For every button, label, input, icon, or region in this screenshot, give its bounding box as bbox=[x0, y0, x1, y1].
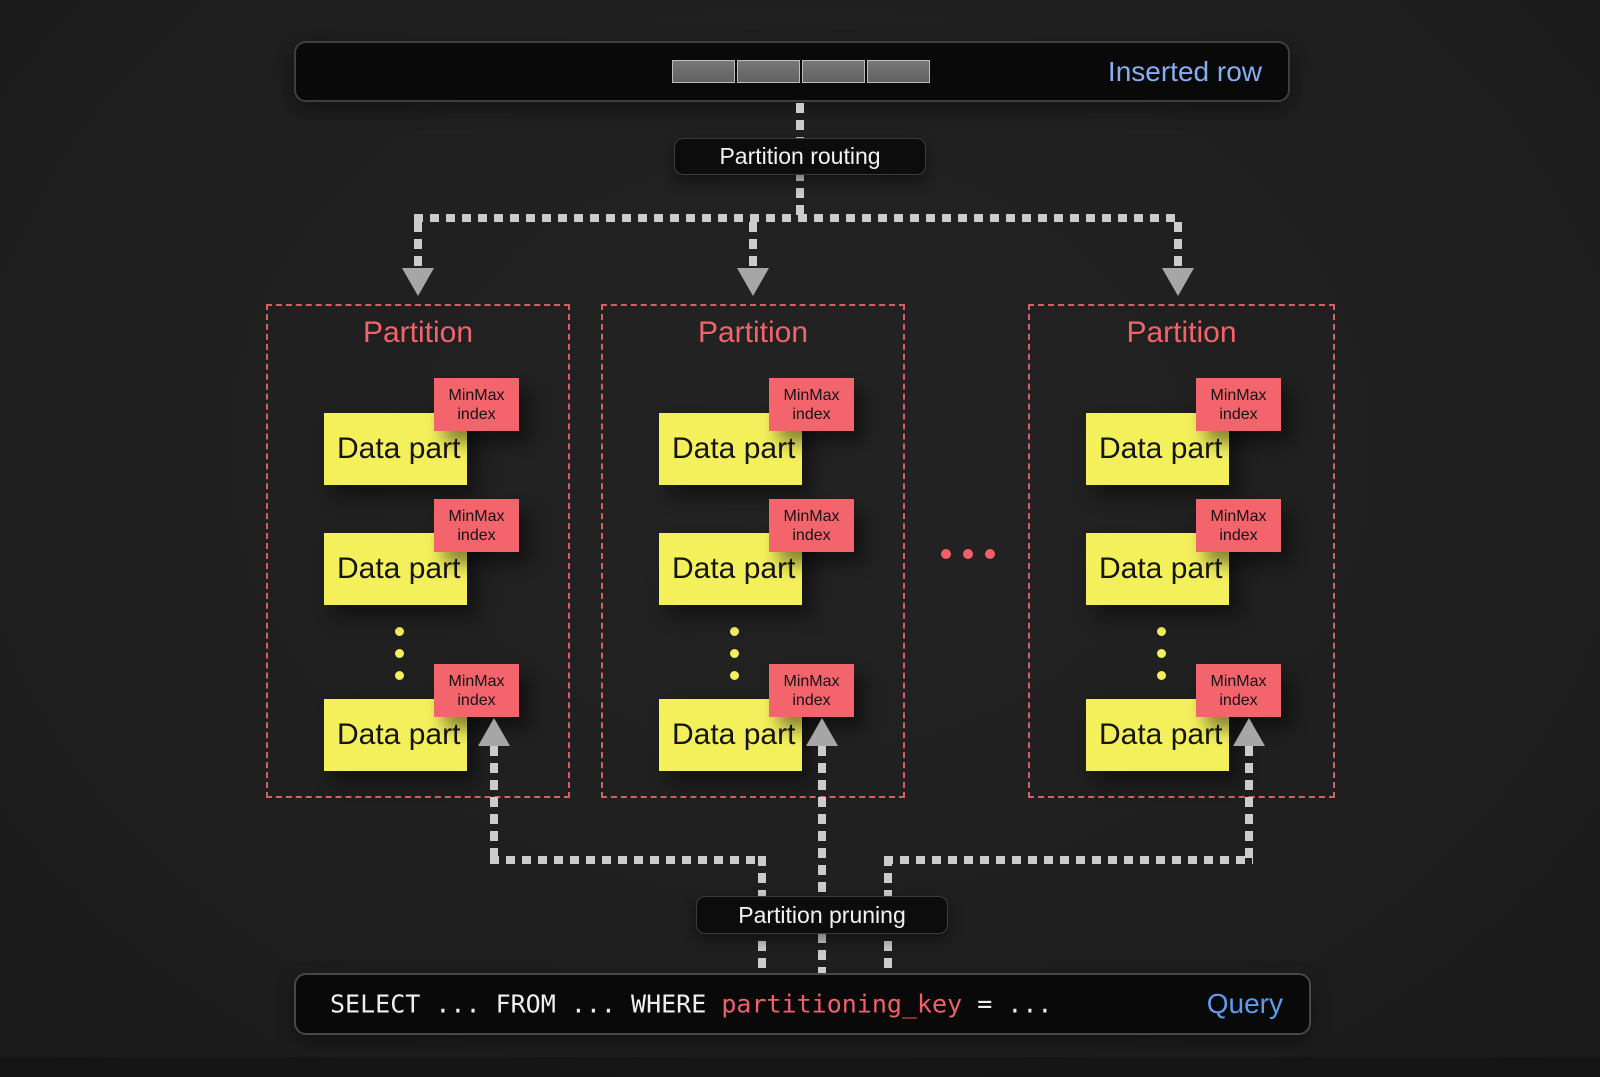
inserted-row-bar: Inserted row bbox=[294, 41, 1290, 102]
ellipsis-horizontal-icon bbox=[985, 549, 995, 559]
ellipsis-vertical-icon bbox=[1157, 627, 1166, 636]
partition-title: Partition bbox=[1126, 316, 1237, 349]
partition-box-1: Partition MinMax index Data part MinMax … bbox=[266, 304, 570, 798]
arrow-up-icon bbox=[1233, 718, 1265, 746]
query-segment-after: = ... bbox=[962, 989, 1053, 1019]
pruning-hline-left bbox=[490, 856, 766, 864]
inserted-row-segments bbox=[672, 60, 930, 83]
bottom-shade bbox=[0, 1057, 1600, 1077]
arrow-up-icon bbox=[806, 718, 838, 746]
row-segment bbox=[802, 60, 865, 83]
ellipsis-vertical-icon bbox=[730, 649, 739, 658]
ellipsis-vertical-icon bbox=[395, 649, 404, 658]
query-segment-before: SELECT ... FROM ... WHERE bbox=[330, 989, 722, 1019]
query-bar: SELECT ... FROM ... WHERE partitioning_k… bbox=[294, 973, 1311, 1035]
ellipsis-vertical-icon bbox=[395, 671, 404, 680]
data-part-box: Data part bbox=[324, 699, 467, 771]
query-label: Query bbox=[1206, 988, 1283, 1019]
partition-title: Partition bbox=[697, 316, 809, 349]
pruning-hline-right bbox=[884, 856, 1253, 864]
partitioning-key-token: partitioning_key bbox=[721, 989, 963, 1019]
ellipsis-vertical-icon bbox=[1157, 649, 1166, 658]
ellipsis-vertical-icon bbox=[395, 627, 404, 636]
routing-branch-hline bbox=[414, 214, 1182, 222]
minmax-index-badge: MinMax index bbox=[769, 499, 854, 552]
arrow-down-icon bbox=[402, 268, 434, 296]
ellipsis-horizontal-icon bbox=[941, 549, 951, 559]
minmax-index-badge: MinMax index bbox=[1196, 378, 1281, 431]
ellipsis-vertical-icon bbox=[730, 671, 739, 680]
minmax-index-badge: MinMax index bbox=[434, 499, 519, 552]
inserted-row-label: Inserted row bbox=[1107, 55, 1262, 87]
partition-pruning-label: Partition pruning bbox=[696, 896, 948, 934]
routing-branch-vline-1 bbox=[414, 222, 422, 268]
routing-branch-vline-2 bbox=[749, 222, 757, 268]
routing-branch-vline-3 bbox=[1174, 222, 1182, 268]
minmax-index-badge: MinMax index bbox=[1196, 499, 1281, 552]
partition-box-3: Partition MinMax index Data part MinMax … bbox=[1028, 304, 1335, 798]
pruning-line-left-riser bbox=[490, 746, 498, 860]
minmax-index-badge: MinMax index bbox=[1196, 664, 1281, 717]
row-segment bbox=[737, 60, 800, 83]
minmax-index-badge: MinMax index bbox=[769, 664, 854, 717]
partition-title: Partition bbox=[362, 316, 474, 349]
query-text: SELECT ... FROM ... WHERE partitioning_k… bbox=[330, 990, 1052, 1019]
row-segment bbox=[867, 60, 930, 83]
ellipsis-horizontal-icon bbox=[963, 549, 973, 559]
pruning-line-middle bbox=[818, 746, 826, 973]
data-part-box: Data part bbox=[1086, 413, 1229, 485]
ellipsis-vertical-icon bbox=[730, 627, 739, 636]
minmax-index-badge: MinMax index bbox=[434, 664, 519, 717]
partition-box-2: Partition MinMax index Data part MinMax … bbox=[601, 304, 905, 798]
arrow-down-icon bbox=[737, 268, 769, 296]
arrow-up-icon bbox=[478, 718, 510, 746]
minmax-index-badge: MinMax index bbox=[434, 378, 519, 431]
minmax-index-badge: MinMax index bbox=[769, 378, 854, 431]
row-segment bbox=[672, 60, 735, 83]
arrow-down-icon bbox=[1162, 268, 1194, 296]
pruning-line-right-riser bbox=[1245, 746, 1253, 860]
ellipsis-vertical-icon bbox=[1157, 671, 1166, 680]
partition-routing-label: Partition routing bbox=[674, 138, 926, 175]
